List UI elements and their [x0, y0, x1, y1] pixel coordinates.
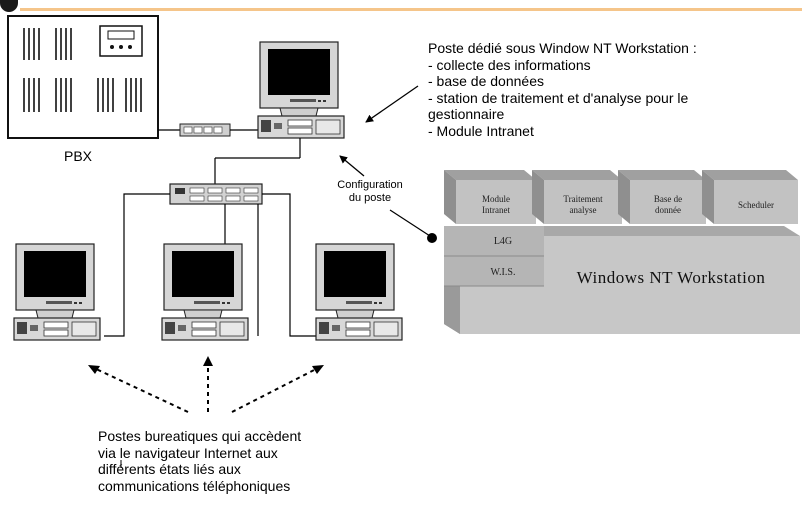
header-accent-line [20, 8, 802, 11]
server-description-item: - base de données [428, 73, 544, 89]
layer-l4g-label: L4G [493, 236, 513, 247]
client-workstation-3 [315, 243, 403, 341]
config-arrow [339, 155, 365, 177]
client-dashed-arrows [93, 362, 319, 413]
pbx-interface-box [158, 123, 258, 137]
config-label: Configuration du poste [337, 179, 403, 204]
server-description-arrow [365, 85, 419, 123]
server-workstation [259, 41, 339, 117]
logo-fragment [0, 0, 18, 12]
config-connector [389, 209, 431, 237]
server-description-item: gestionnaire [428, 106, 505, 122]
clients-description: Postes bureatiques qui accèdent via le n… [98, 428, 302, 494]
client-workstation-1 [13, 243, 101, 341]
server-description-item: - collecte des informations [428, 56, 591, 73]
server-description-heading: Poste dédié sous Window NT Workstation : [428, 40, 697, 56]
layer-wis-label: W.I.S. [490, 267, 516, 278]
server-description-item: - Module Intranet [428, 122, 534, 139]
pbx-label: PBX [64, 148, 93, 164]
module-scheduler-label: Scheduler [738, 200, 774, 210]
pbx-icon [7, 15, 159, 139]
platform-label: Windows NT Workstation [576, 268, 766, 287]
server-description-item: - station de traitement et d'analyse pou… [428, 89, 689, 106]
client-workstation-2 [161, 243, 249, 341]
network-hub [169, 138, 301, 205]
server-description: Poste dédié sous Window NT Workstation :… [428, 40, 697, 139]
